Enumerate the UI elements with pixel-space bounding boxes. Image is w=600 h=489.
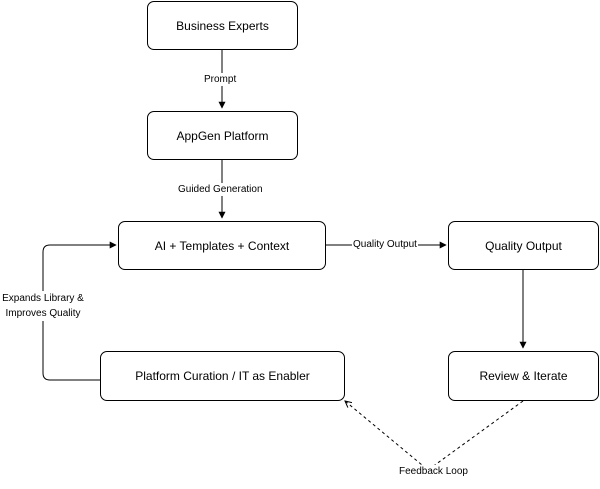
edge-label-expands-library-line2: Improves Quality xyxy=(5,308,81,319)
node-ai-templates-context: AI + Templates + Context xyxy=(118,221,326,270)
edge-label-expands-library: Expands Library & Improves Quality xyxy=(0,291,88,321)
node-ai-templates-context-label: AI + Templates + Context xyxy=(154,238,290,253)
node-quality-output: Quality Output xyxy=(448,221,599,270)
node-review-iterate-label: Review & Iterate xyxy=(479,369,568,383)
edge-label-prompt: Prompt xyxy=(203,73,238,86)
node-review-iterate: Review & Iterate xyxy=(448,351,599,401)
node-business-experts-label: Business Experts xyxy=(176,18,269,33)
node-platform-curation: Platform Curation / IT as Enabler xyxy=(100,351,345,401)
node-platform-curation-label: Platform Curation / IT as Enabler xyxy=(135,369,310,383)
edge-label-guided-generation: Guided Generation xyxy=(177,183,264,196)
edge-label-expands-library-line1: Expands Library & xyxy=(2,293,84,304)
node-quality-output-label: Quality Output xyxy=(485,238,562,253)
edge-label-feedback-loop: Feedback Loop xyxy=(398,465,469,478)
node-appgen-platform: AppGen Platform xyxy=(147,111,298,160)
edge-label-quality-output: Quality Output xyxy=(352,238,418,251)
node-business-experts: Business Experts xyxy=(147,1,298,50)
node-appgen-platform-label: AppGen Platform xyxy=(176,128,269,143)
edge-feedback-loop xyxy=(345,401,524,471)
